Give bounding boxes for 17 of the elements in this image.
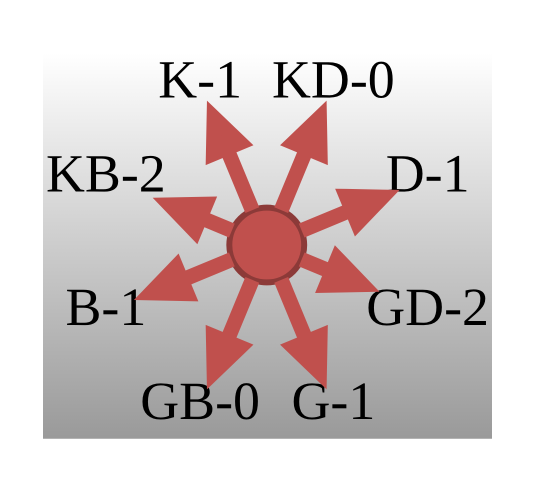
node-text: KB-2	[46, 143, 166, 204]
node-text: D-1	[385, 143, 470, 204]
node-text: GB-0	[140, 370, 260, 431]
arrow	[274, 276, 328, 389]
arrow	[205, 276, 259, 389]
node-text: B-1	[64, 276, 146, 336]
arrow	[298, 244, 380, 292]
node-text: KD-0	[272, 48, 394, 109]
node-text: K-1	[158, 48, 242, 109]
arrow	[205, 100, 259, 212]
arrow	[152, 196, 234, 244]
node-text: G-1	[290, 370, 375, 431]
node-text: GD-2	[366, 276, 488, 336]
arrow	[133, 252, 234, 301]
arrow	[274, 100, 328, 212]
arrow	[298, 188, 400, 237]
node-point	[226, 204, 307, 285]
